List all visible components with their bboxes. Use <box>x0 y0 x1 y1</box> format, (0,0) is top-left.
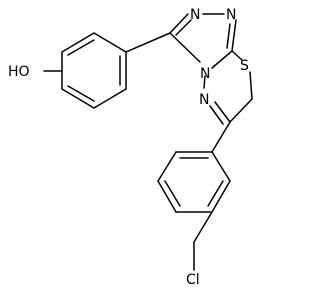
n-bridge-label: N <box>200 66 210 82</box>
chlorine-label: Cl <box>186 272 200 288</box>
aryl-thiadiazine-bond <box>211 121 231 153</box>
triazole-ring <box>169 13 237 69</box>
thiadiazine-ring <box>203 50 253 125</box>
n-thiadiazine-label: N <box>199 92 209 108</box>
structure-svg: HO N N S N N Cl <box>8 7 253 288</box>
molecule-diagram: HO N N S N N Cl <box>8 7 253 288</box>
hydroxyl-label: HO <box>8 64 30 80</box>
sulfur-label: S <box>240 58 249 74</box>
n-triazole-2-label: N <box>226 7 236 23</box>
chlorophenyl-ring <box>157 151 231 213</box>
phenol-ring <box>61 32 127 109</box>
aryl-triazole-bond <box>125 32 171 53</box>
n-triazole-1-label: N <box>190 7 200 23</box>
